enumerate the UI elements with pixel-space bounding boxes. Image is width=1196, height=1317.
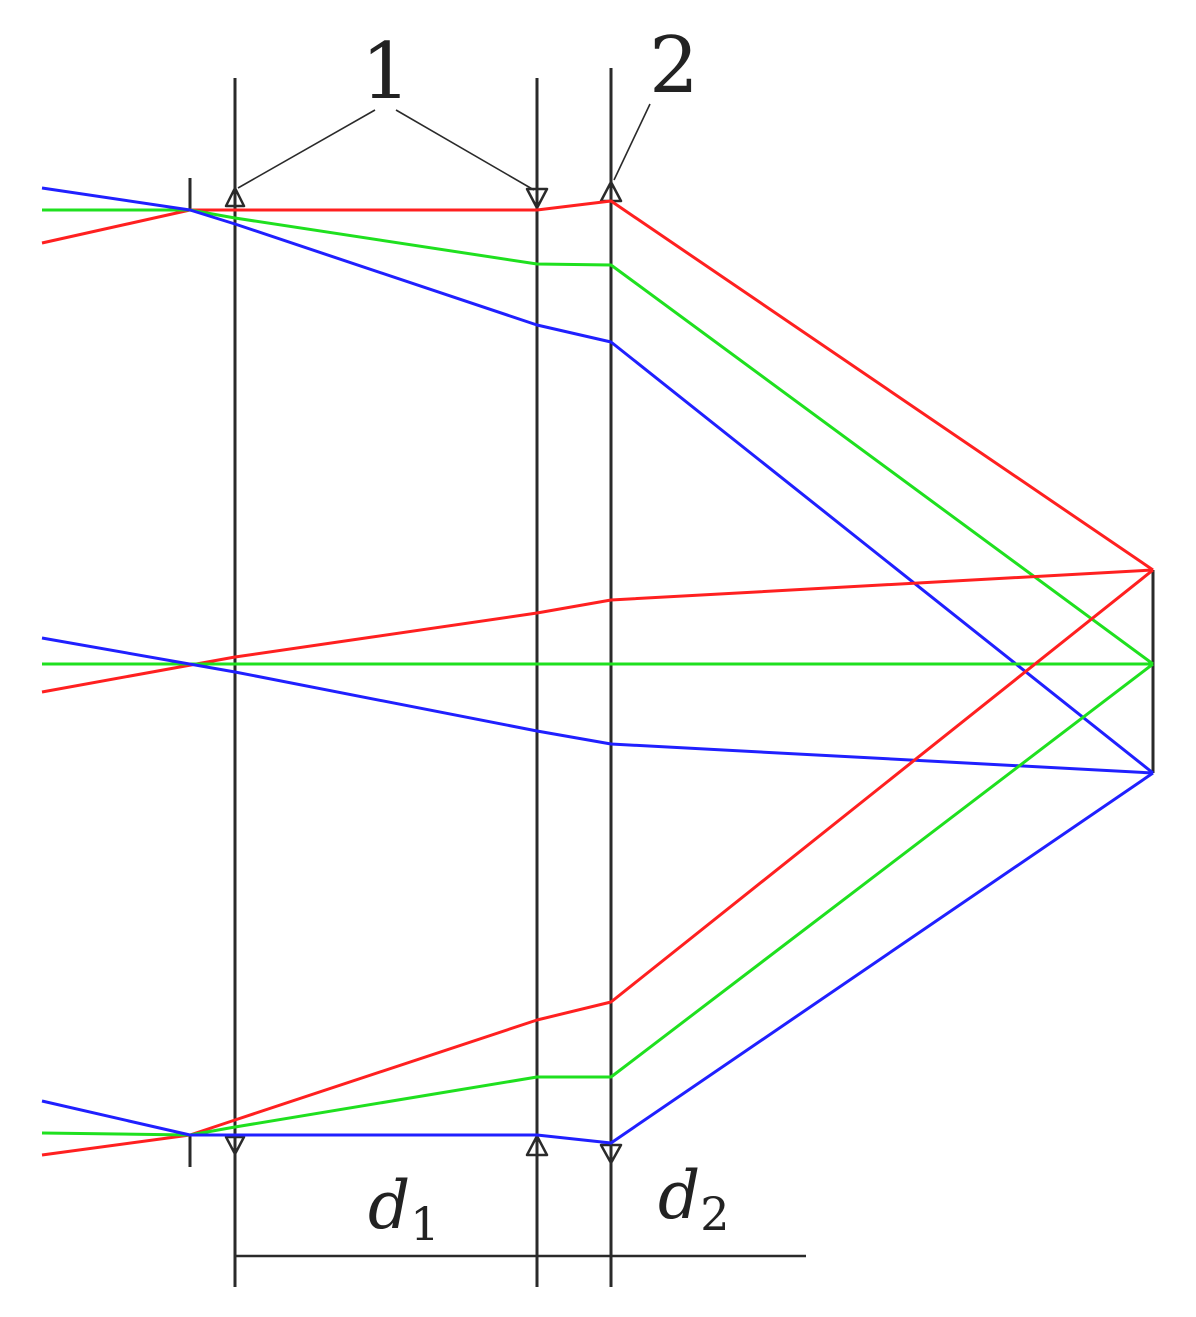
label-d2-main: d <box>658 1157 700 1234</box>
label-d1: d1 <box>368 1167 440 1251</box>
ray-bottom-green <box>41 662 1154 1137</box>
lens-1a-top-arrow-icon <box>224 186 246 208</box>
ray-bottom-red <box>41 568 1154 1157</box>
label-d2: d2 <box>658 1157 730 1241</box>
lens-1a-bottom-arrow-icon <box>224 1135 246 1156</box>
ray-top-blue <box>41 186 1154 775</box>
label-lens-group-1: 1 <box>361 27 411 117</box>
ray-mid-blue <box>41 636 1154 775</box>
ray-mid-red <box>41 568 1154 694</box>
leader-1-left <box>237 109 376 189</box>
label-d1-sub: 1 <box>410 1197 439 1251</box>
lens-1b-top-arrow-icon <box>525 187 549 210</box>
lens-1b-bottom-arrow-icon <box>525 1134 549 1157</box>
leader-2 <box>613 103 651 181</box>
lens-2-bottom-arrow-icon <box>599 1143 623 1165</box>
label-d1-main: d <box>368 1167 410 1244</box>
label-d2-sub: 2 <box>700 1187 729 1241</box>
ray-top-red <box>41 199 1154 572</box>
label-lens-2: 2 <box>649 21 699 111</box>
ray-top-green <box>42 208 1154 666</box>
leader-1-right <box>395 109 535 191</box>
ray-bottom-blue <box>41 771 1154 1145</box>
